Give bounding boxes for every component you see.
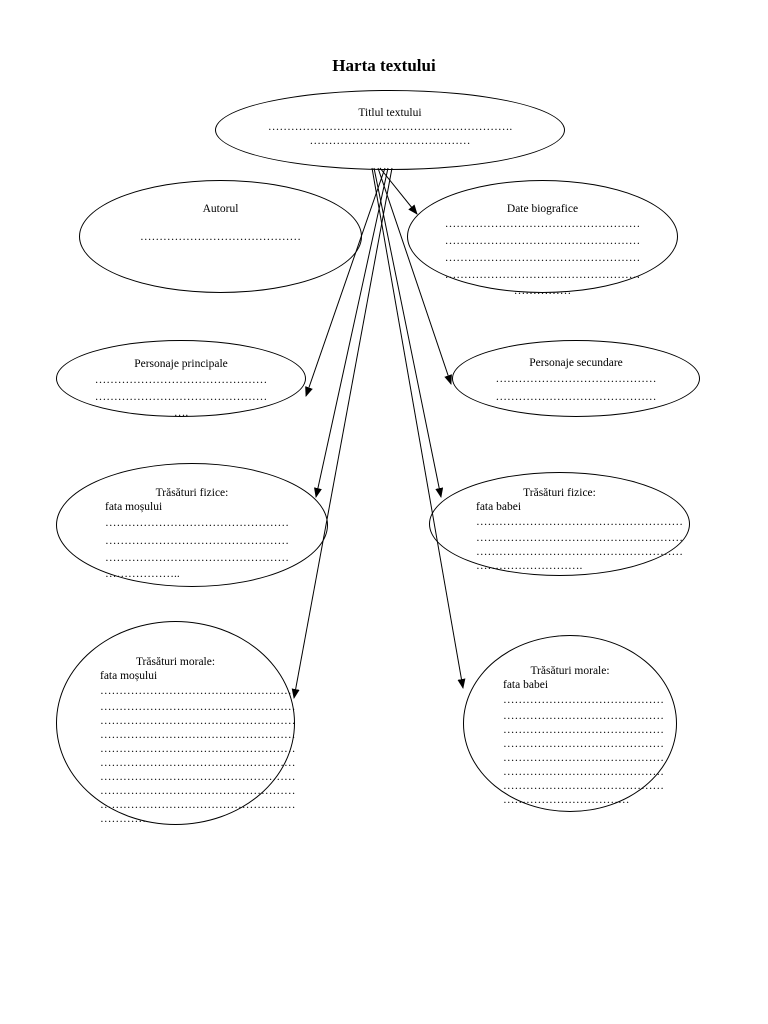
arrow-to-trasaturi-morale-mos <box>291 167 393 699</box>
node-trasaturi-fizice-baba: fata babei ……………………………………………… …………………………… <box>476 500 683 573</box>
node-subheading: fata moșului <box>100 670 158 682</box>
dotted-line: …………………………………… <box>503 752 664 764</box>
page-title: Harta textului <box>332 56 436 75</box>
dotted-line: …………………………………… <box>503 724 664 736</box>
node-subheading: fata moșului <box>105 501 163 513</box>
arrow-to-trasaturi-fizice-mos <box>314 167 389 498</box>
node-trasaturi-morale-mos: fata moșului …………………………………………… ………………………… <box>100 669 296 826</box>
node-subheading: fata babei <box>476 501 522 513</box>
dotted-line: …………………………………… <box>495 391 657 403</box>
dotted-line: ……………………………………………… <box>476 532 683 544</box>
node-personaje-secundare: Personaje secundare …………………………………… ……………… <box>452 356 700 406</box>
node-trasaturi-morale-mos-ellipse <box>56 621 295 825</box>
node-trasaturi-fizice-mos-heading: Trăsături fizice: <box>155 487 229 499</box>
dotted-line: …………… <box>513 285 572 297</box>
node-date-biografice-ellipse <box>407 180 678 293</box>
dotted-line: ………………………………………… <box>105 517 289 529</box>
dotted-line: ………………………………………… <box>105 535 289 547</box>
node-personaje-principale-ellipse <box>56 340 306 417</box>
node-trasaturi-morale-baba-heading: Trăsături morale: <box>530 665 610 677</box>
dotted-line: …………………………………… <box>309 135 471 147</box>
dotted-line: ……………………………………………… <box>476 546 683 558</box>
arrow-to-trasaturi-morale-baba <box>371 167 466 689</box>
dotted-line: …………………………………………… <box>100 743 296 755</box>
arrow-to-personaje-secundare <box>377 167 452 385</box>
dotted-line: …………………………………… <box>495 373 657 385</box>
dotted-line: …………………………………………… <box>100 715 296 727</box>
dotted-line: ……………………………………………… <box>476 516 683 528</box>
dotted-line: …………………………………………… <box>100 685 296 697</box>
dotted-line: ………………………. <box>476 560 583 572</box>
arrow-to-trasaturi-fizice-baba <box>373 167 444 498</box>
node-autorul-ellipse <box>79 180 362 293</box>
dotted-line: …………………………… <box>503 794 630 806</box>
dotted-line: ………… <box>100 813 146 825</box>
dotted-line: ………………………………………… <box>105 552 289 564</box>
node-heading: Date biografice <box>506 203 579 215</box>
node-subheading: fata babei <box>503 679 549 691</box>
node-personaje-secundare-ellipse <box>452 340 700 417</box>
node-personaje-principale: Personaje principale ……………………………………… ………… <box>56 357 306 421</box>
node-trasaturi-fizice-mos: fata moșului ………………………………………… …………………………… <box>105 500 289 582</box>
dotted-line: …………………………………………… <box>100 729 296 741</box>
dotted-line: ………………………………………………………. <box>267 121 513 133</box>
dotted-line: …………………………………… <box>503 780 664 792</box>
dotted-line: …………………………………………… <box>100 799 296 811</box>
node-titlu: Titlul textului ………………………………………………………. …… <box>215 106 565 148</box>
node-trasaturi-morale-mos-heading: Trăsături morale: <box>135 656 216 668</box>
node-trasaturi-morale-baba-ellipse <box>463 635 677 812</box>
dotted-line: …………………………………… <box>503 766 664 778</box>
node-trasaturi-fizice-baba-ellipse <box>429 472 690 576</box>
dotted-line: …………………………………………… <box>444 269 641 281</box>
dotted-line: ……………………………………… <box>94 391 268 403</box>
dotted-line: …………………………………… <box>503 694 664 706</box>
node-trasaturi-morale-baba: fata babei …………………………………… ……………………………………… <box>503 678 664 807</box>
dotted-line: ……………….. <box>105 568 180 580</box>
spacer <box>79 216 362 230</box>
dotted-line: …………………………………………… <box>100 757 296 769</box>
dotted-line: …………………………………… <box>140 231 301 243</box>
dotted-line: …………………………………… <box>503 738 664 750</box>
node-trasaturi-fizice-baba-heading: Trăsături fizice: <box>523 487 596 499</box>
node-autorul: Autorul …………………………………… <box>79 202 362 244</box>
node-heading: Titlul textului <box>358 107 422 119</box>
node-trasaturi-fizice-mos-ellipse <box>56 463 328 587</box>
dotted-line: …………………………………… <box>503 710 664 722</box>
node-heading: Personaje principale <box>134 358 228 370</box>
dotted-line: …………………………………………… <box>444 252 641 264</box>
dotted-line: …………………………………………… <box>444 218 641 230</box>
node-heading: Autorul <box>202 203 239 215</box>
node-heading: Personaje secundare <box>529 357 623 369</box>
node-titlu-ellipse <box>215 90 565 170</box>
arrow-to-personaje-principale <box>305 167 386 397</box>
dotted-line: ……………………………………… <box>94 374 268 386</box>
dotted-line: …………………………………………… <box>100 785 296 797</box>
dotted-line: …………………………………………… <box>100 771 296 783</box>
dotted-line: …………………………………………… <box>444 235 641 247</box>
node-date-biografice: Date biografice …………………………………………… ………………… <box>407 202 678 298</box>
dotted-line: …………………………………………… <box>100 701 296 713</box>
dotted-line: …. <box>173 407 189 419</box>
